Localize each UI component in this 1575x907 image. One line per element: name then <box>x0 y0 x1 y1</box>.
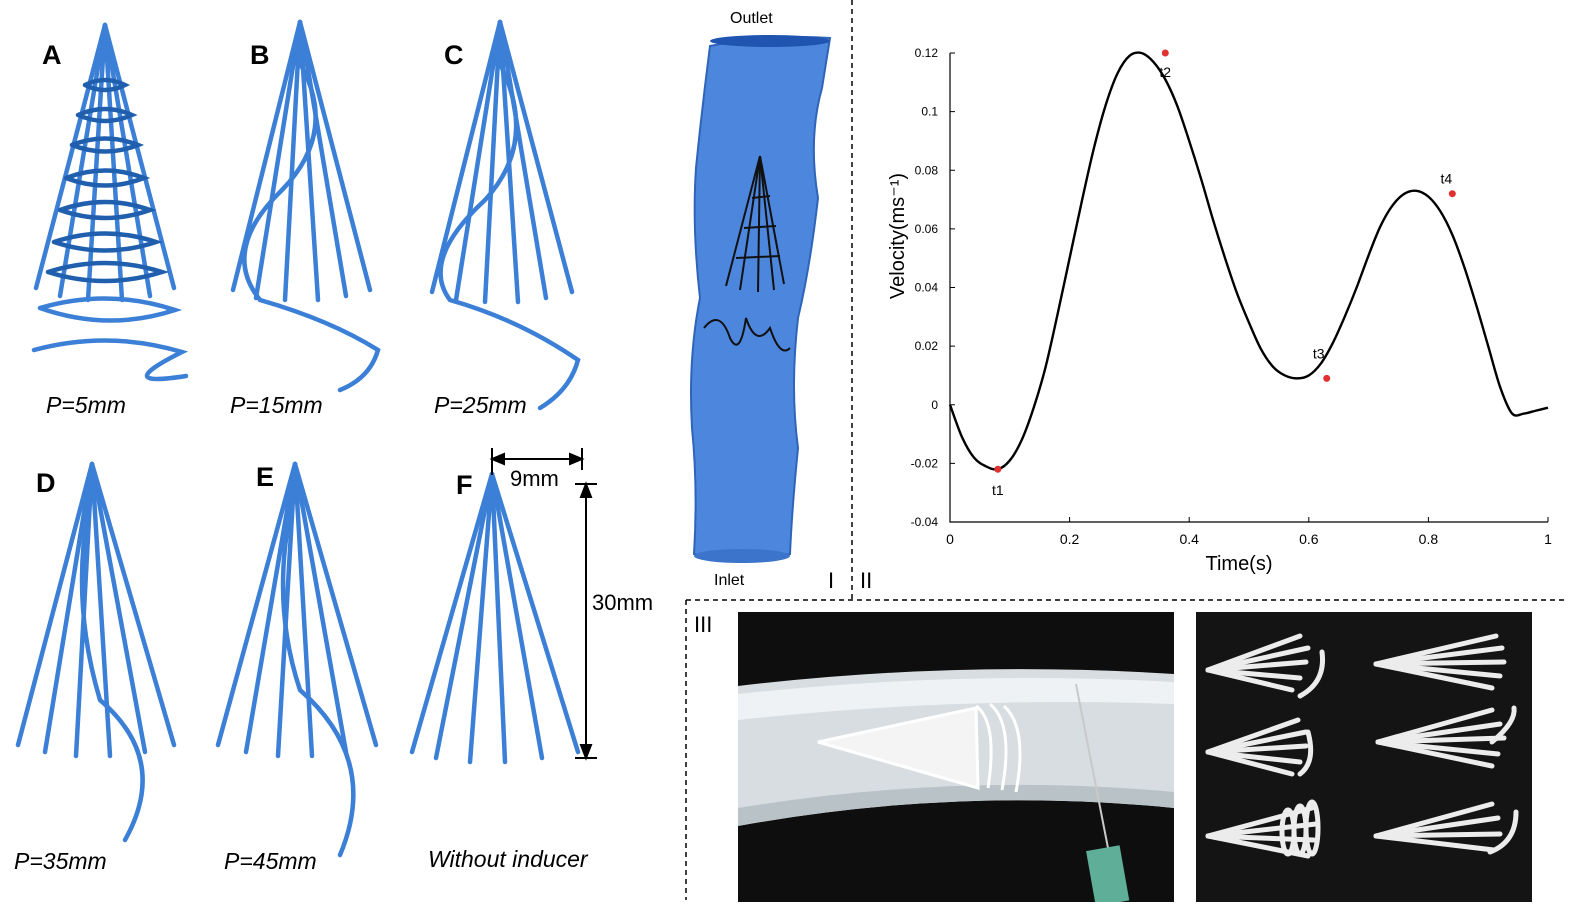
point-t3 <box>1323 374 1331 382</box>
outlet-label: Outlet <box>730 10 773 27</box>
panel-letter-a: A <box>42 40 62 70</box>
section-label-i: I <box>828 568 835 593</box>
velocity-chart: 0 0.2 0.4 0.6 0.8 1 -0.04 -0.02 0 0.02 0.04 0.06 0.0… <box>887 46 1552 575</box>
point-t1 <box>994 465 1002 473</box>
caption-d: P=35mm <box>14 848 107 874</box>
y-tick-label: 0.12 <box>915 46 939 60</box>
dimension-height-label: 30mm <box>592 590 654 615</box>
caption-f: Without inducer <box>428 846 588 872</box>
dimension-width-label: 9mm <box>510 466 559 491</box>
cone-e <box>215 461 379 858</box>
y-tick-label: 0.02 <box>915 339 939 353</box>
y-tick-label: -0.02 <box>911 456 939 470</box>
chart-points: t1 t2 t3 t4 <box>992 49 1456 498</box>
inlet-label: Inlet <box>714 572 745 589</box>
y-tick-label: -0.04 <box>911 515 939 529</box>
printed-inducers-photo <box>1196 612 1532 902</box>
cone-c <box>429 19 581 411</box>
velocity-line <box>948 51 1549 471</box>
printed-inducers-drawing <box>1196 612 1532 902</box>
panel-letter-c: C <box>444 40 464 70</box>
y-tick-label: 0.06 <box>915 222 939 236</box>
x-axis-label: Time(s) <box>1205 553 1272 575</box>
x-tick-label: 0.4 <box>1179 531 1199 547</box>
cone-drawings <box>15 19 597 858</box>
x-tick-label: 0.2 <box>1060 531 1080 547</box>
y-axis-label: Velocity(ms⁻¹) <box>887 173 909 299</box>
point-label-t4: t4 <box>1440 171 1452 187</box>
y-tick-label: 0.04 <box>915 281 939 295</box>
panel-letter-d: D <box>36 468 56 498</box>
cone-a <box>31 22 189 382</box>
x-tick-label: 1 <box>1544 531 1552 547</box>
axis-lines <box>949 53 1548 523</box>
cone-d <box>15 461 177 843</box>
point-label-t3: t3 <box>1313 345 1325 361</box>
x-tick-label: 0.8 <box>1419 531 1439 547</box>
caption-c: P=25mm <box>434 392 527 418</box>
chart-axes <box>949 53 1548 523</box>
y-tick-label: 0 <box>931 398 938 412</box>
panel-letter-f: F <box>456 470 473 500</box>
point-label-t1: t1 <box>992 482 1004 498</box>
section-label-ii: II <box>860 568 873 593</box>
x-tick-label: 0.6 <box>1299 531 1319 547</box>
y-tick-label: 0.1 <box>921 105 938 119</box>
vessel-model <box>690 35 832 563</box>
tube-photo <box>738 612 1174 902</box>
chart-series <box>948 51 1549 471</box>
chart-ticks: 0 0.2 0.4 0.6 0.8 1 -0.04 -0.02 0 0.02 0.04 0.06 0.0… <box>911 46 1552 547</box>
caption-e: P=45mm <box>224 848 317 874</box>
dimension-arrows <box>489 448 597 761</box>
point-t4 <box>1448 190 1456 198</box>
panel-letter-b: B <box>250 40 270 70</box>
section-label-iii: III <box>694 612 713 637</box>
panel-letter-e: E <box>256 462 275 492</box>
point-t2 <box>1161 49 1169 57</box>
point-label-t2: t2 <box>1159 64 1171 80</box>
tube-photo-drawing <box>738 612 1174 902</box>
cone-f <box>409 471 581 765</box>
y-tick-label: 0.08 <box>915 163 939 177</box>
x-tick-label: 0 <box>946 531 954 547</box>
caption-b: P=15mm <box>230 392 323 418</box>
caption-a: P=5mm <box>46 392 126 418</box>
cone-b <box>230 19 381 393</box>
